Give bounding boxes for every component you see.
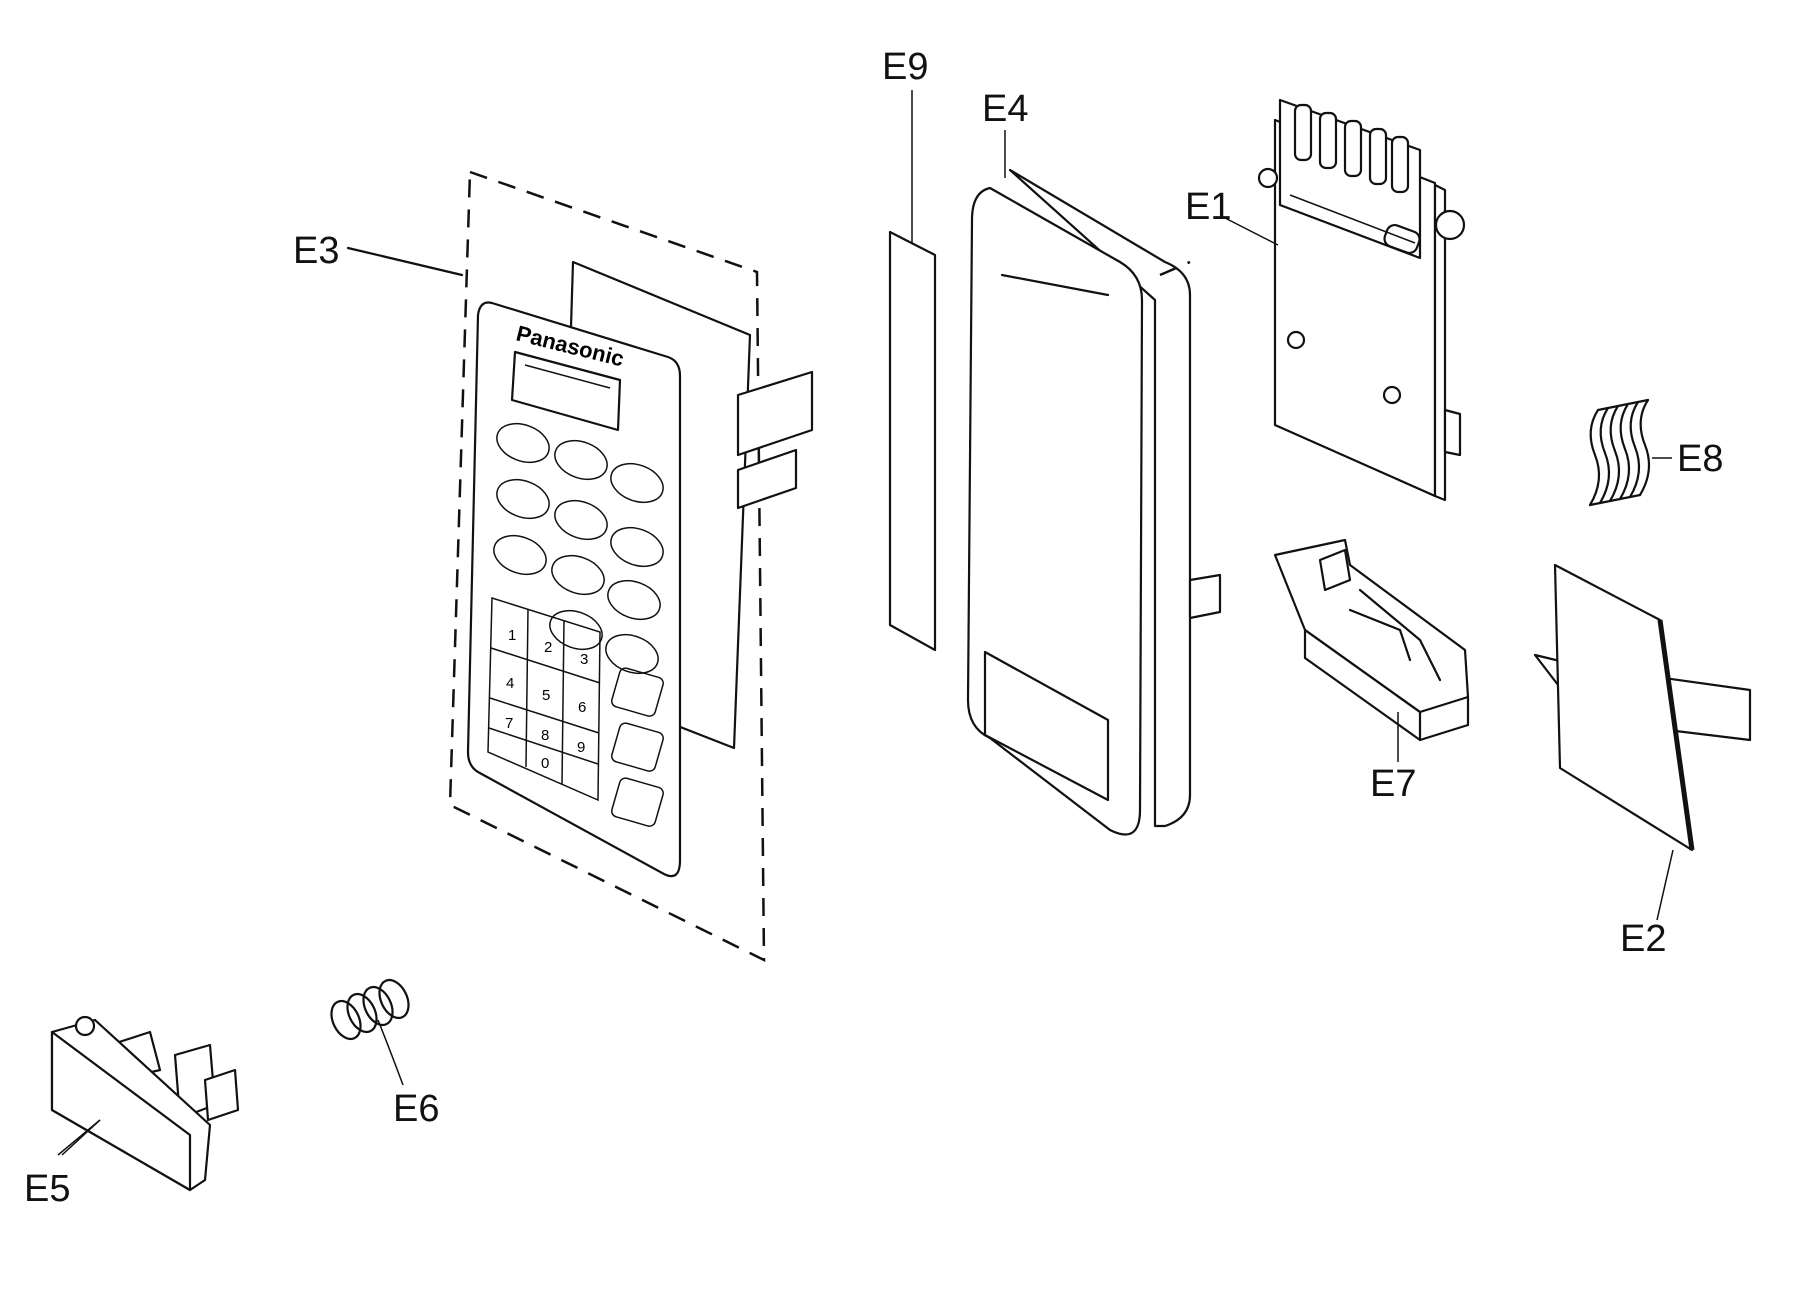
label-e7: E7 xyxy=(1370,763,1417,805)
svg-text:4: 4 xyxy=(506,675,514,692)
part-e7-bracket xyxy=(1273,538,1470,762)
label-e8: E8 xyxy=(1677,438,1724,480)
svg-text:3: 3 xyxy=(580,651,588,668)
svg-text:5: 5 xyxy=(542,687,550,704)
function-keys xyxy=(493,422,664,675)
label-e1: E1 xyxy=(1185,186,1232,228)
label-e4: E4 xyxy=(982,88,1029,130)
part-e2-sheet xyxy=(1533,563,1752,921)
part-e9-strip xyxy=(888,90,937,652)
part-e5-latch xyxy=(50,1015,240,1192)
label-e5: E5 xyxy=(24,1168,71,1210)
part-e3-control-panel: Panasonic 1 2 3 4 xyxy=(346,170,814,963)
label-e9: E9 xyxy=(882,46,929,88)
part-e1-board xyxy=(1224,98,1466,502)
numeric-keypad: 1 2 3 4 5 6 7 8 9 0 xyxy=(487,596,601,802)
svg-text:8: 8 xyxy=(541,727,549,744)
part-e4-frame xyxy=(966,130,1222,836)
label-e6: E6 xyxy=(393,1088,440,1130)
label-e3: E3 xyxy=(293,230,340,272)
svg-text:1: 1 xyxy=(508,627,516,644)
svg-text:9: 9 xyxy=(577,739,585,756)
svg-text:0: 0 xyxy=(541,755,549,772)
part-e8-ribbon xyxy=(1588,398,1672,507)
part-e6-spring xyxy=(330,978,410,1086)
right-column-keys xyxy=(611,667,664,827)
svg-text:7: 7 xyxy=(505,715,513,732)
label-e2: E2 xyxy=(1620,918,1667,960)
svg-text:2: 2 xyxy=(544,639,552,656)
svg-text:6: 6 xyxy=(578,699,586,716)
